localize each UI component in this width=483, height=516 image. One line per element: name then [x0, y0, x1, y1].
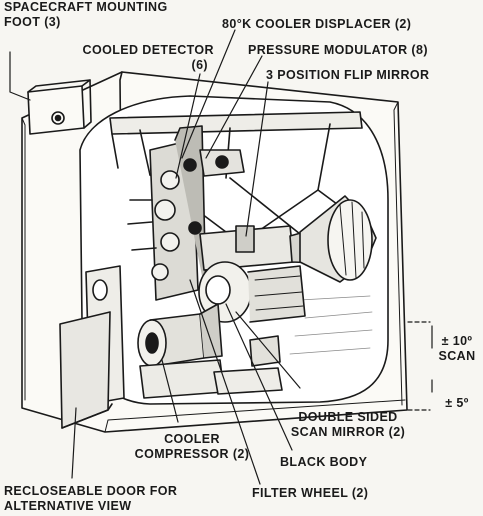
label-flip-mirror: 3 POSITION FLIP MIRROR: [266, 68, 430, 82]
leader-cooler-compressor: [161, 359, 179, 423]
leader-cooled-detector: [175, 73, 201, 179]
label-pressure-modulator: PRESSURE MODULATOR (8): [248, 43, 428, 57]
leader-flip-mirror: [245, 81, 269, 237]
leader-lines: [9, 29, 301, 485]
base-plates: [213, 335, 283, 395]
label-scan-mirror: DOUBLE SIDED SCAN MIRROR (2): [290, 410, 406, 439]
leader-door: [71, 407, 77, 479]
label-mounting-foot: SPACECRAFT MOUNTING FOOT (3): [4, 0, 168, 29]
label-door: RECLOSEABLE DOOR FOR ALTERNATIVE VIEW: [4, 484, 178, 513]
mounting-foot-bracket: [27, 79, 92, 135]
cooler-compressor-drawing: [137, 303, 225, 399]
label-scan-lower: ± 5º: [445, 396, 469, 410]
leader-filter-wheel: [189, 279, 261, 485]
label-black-body: BLACK BODY: [280, 455, 368, 469]
leader-mounting-foot: [9, 51, 31, 101]
top-frame: [109, 111, 363, 251]
label-filter-wheel: FILTER WHEEL (2): [252, 486, 369, 500]
leader-black-body: [225, 303, 293, 451]
leader-cooler-displacer: [181, 29, 236, 159]
label-cooled-detector: COOLED DETECTOR (6): [82, 43, 214, 72]
leader-scan-mirror: [235, 311, 301, 389]
detector-assembly: [127, 125, 245, 301]
label-scan-upper: ± 10º SCAN: [438, 334, 476, 363]
label-cooler-compressor: COOLER COMPRESSOR (2): [134, 432, 250, 461]
label-cooler-displacer: 80°K COOLER DISPLACER (2): [222, 17, 412, 31]
door-panel: [59, 265, 125, 429]
scan-angle-bracket: [407, 321, 433, 411]
telescope-cone: [299, 195, 377, 283]
leader-pressure-modulator: [205, 55, 263, 159]
